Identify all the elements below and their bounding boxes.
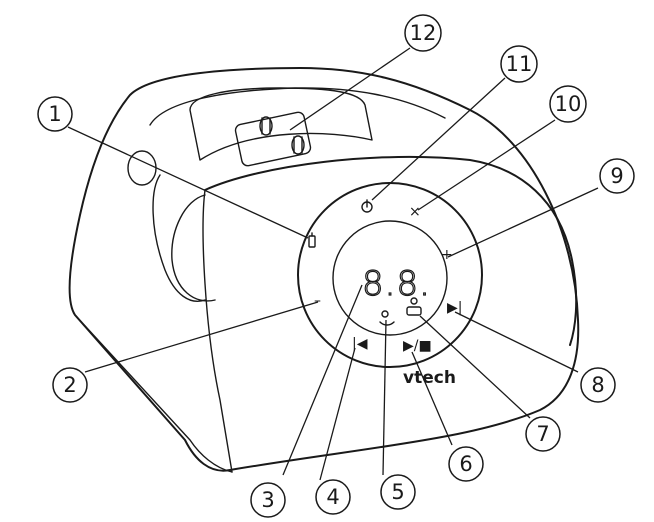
callout-label: 1 — [48, 102, 61, 126]
callout-1: 1 — [37, 96, 73, 132]
callout-label: 4 — [326, 485, 339, 509]
callout-11: 11 — [500, 45, 538, 83]
callout-2: 2 — [52, 367, 88, 403]
smile-icon — [379, 321, 395, 326]
indicator-light — [381, 310, 389, 318]
callout-6: 6 — [448, 446, 484, 482]
next-button[interactable]: ▶| — [447, 300, 462, 316]
close-button[interactable]: × — [409, 204, 421, 220]
callout-label: 11 — [506, 52, 533, 76]
callout-label: 7 — [536, 422, 549, 446]
plus-button[interactable]: + — [441, 247, 453, 263]
callout-label: 9 — [610, 164, 623, 188]
battery-icon — [308, 232, 316, 248]
power-button[interactable] — [361, 199, 373, 213]
callout-8: 8 — [580, 367, 616, 403]
callout-9: 9 — [599, 158, 635, 194]
callout-5: 5 — [380, 474, 416, 510]
callout-label: 12 — [410, 21, 437, 45]
led-display: 8.8. — [362, 264, 431, 304]
battery-level-icon — [406, 306, 422, 316]
device-body — [68, 67, 580, 473]
minus-button[interactable]: – — [314, 293, 321, 309]
brand-logo: vtech — [403, 368, 456, 388]
callout-label: 8 — [591, 373, 604, 397]
prev-button[interactable]: |◀ — [352, 336, 368, 352]
callout-10: 10 — [549, 85, 587, 123]
callout-label: 6 — [459, 452, 472, 476]
callout-4: 4 — [315, 479, 351, 515]
leader-lines — [67, 47, 599, 481]
callout-12: 12 — [404, 14, 442, 52]
cradle-pegs — [234, 111, 312, 167]
callout-label: 10 — [555, 92, 582, 116]
callout-7: 7 — [525, 416, 561, 452]
callout-label: 3 — [261, 488, 274, 512]
play-stop-button[interactable]: ▶/■ — [403, 338, 432, 354]
callout-label: 2 — [63, 373, 76, 397]
callout-label: 5 — [391, 480, 404, 504]
callout-3: 3 — [250, 482, 286, 518]
status-light — [410, 297, 418, 305]
